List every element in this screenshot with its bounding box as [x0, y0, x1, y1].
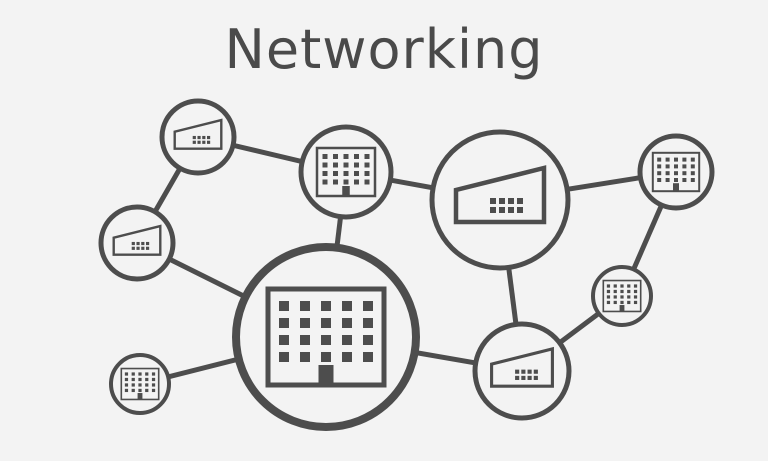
page-title: Networking: [224, 18, 544, 81]
node-factory-small-left: [98, 204, 176, 282]
factory-icon: [173, 118, 223, 150]
nodes: [98, 98, 715, 431]
office-building-icon: [265, 286, 387, 388]
node-factory-small-top-left: [159, 98, 237, 176]
factory-icon: [453, 165, 547, 225]
office-building-icon: [602, 279, 642, 313]
factory-icon: [112, 224, 162, 256]
node-office-top-middle: [298, 124, 394, 220]
node-factory-bottom-right: [472, 321, 572, 421]
node-office-small-bottom-left: [109, 353, 171, 415]
node-office-large-headquarters: [232, 243, 420, 431]
office-building-icon: [651, 151, 701, 193]
office-building-icon: [315, 146, 377, 198]
node-office-top-right: [637, 133, 715, 211]
factory-icon: [490, 346, 554, 388]
node-office-small-right: [591, 265, 653, 327]
node-factory-large-center: [429, 129, 571, 271]
office-building-icon: [120, 367, 160, 401]
